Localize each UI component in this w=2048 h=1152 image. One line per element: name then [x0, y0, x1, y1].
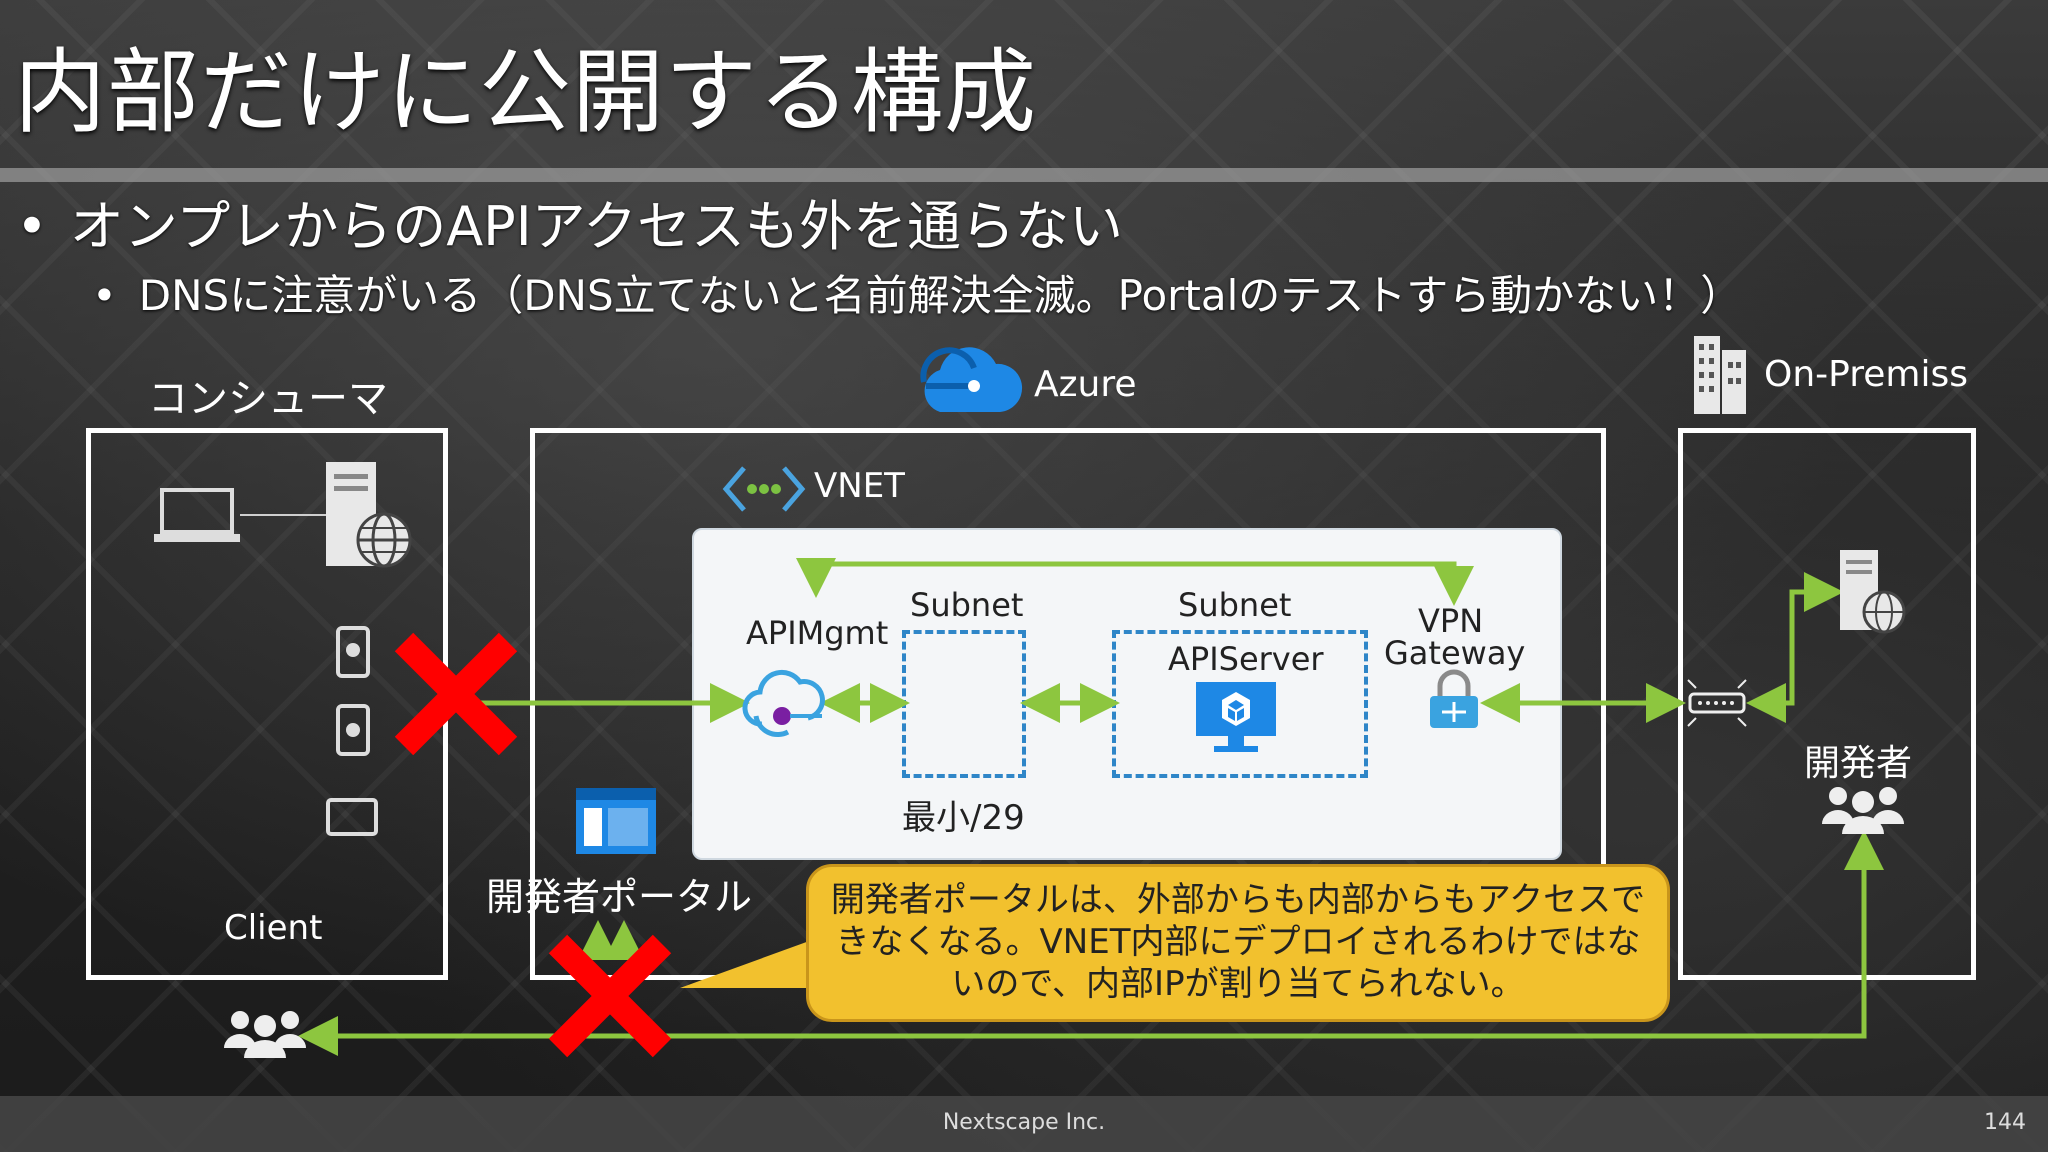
vnet-label: VNET	[814, 466, 905, 506]
developer-portal-icon	[576, 788, 656, 854]
vm-monitor-icon	[1196, 682, 1276, 752]
blocked-cross-icon	[548, 934, 672, 1058]
bullet-level2: • DNSに注意がいる（DNS立てないと名前解決全滅。Portalのテストすら動か…	[92, 262, 1742, 323]
laptop-icon	[154, 488, 240, 542]
arrow-developer-to-users	[298, 830, 1884, 1056]
vpn-label: VPN	[1418, 602, 1484, 640]
building-icon	[1694, 336, 1746, 414]
api-management-icon	[742, 670, 825, 738]
apimgmt-label: APIMgmt	[746, 614, 889, 652]
footer-company: Nextscape Inc.	[942, 1110, 1106, 1135]
onprem-label: On-Premiss	[1764, 354, 1968, 395]
user-group-icon	[224, 1011, 306, 1058]
bullet-marker: •	[16, 195, 48, 258]
arrow-router-server	[1746, 572, 1844, 723]
title-divider	[0, 168, 2048, 182]
developer-group-icon	[1822, 787, 1904, 834]
bullet-level1: • オンプレからのAPIアクセスも外を通らない	[16, 182, 1123, 261]
blocked-cross-icon	[394, 632, 518, 756]
footer-bar	[0, 1096, 2048, 1152]
slide-title: 内部だけに公開する構成	[14, 39, 1038, 146]
apiserver-label: APIServer	[1168, 640, 1324, 678]
router-icon	[1687, 679, 1747, 727]
bullet-marker: •	[92, 271, 117, 320]
onprem-server-icon	[1840, 550, 1906, 634]
consumer-label: コンシューマ	[148, 376, 388, 422]
page-number: 144	[1984, 1110, 2026, 1135]
web-server-icon	[326, 462, 412, 568]
bullet2-text: DNSに注意がいる（DNS立てないと名前解決全滅。Portalのテストすら動かな…	[138, 271, 1743, 320]
bullet1-text: オンプレからのAPIアクセスも外を通らない	[69, 195, 1123, 258]
arrow-apimgmt-vpn-top	[796, 558, 1474, 606]
developer-label: 開発者	[1804, 743, 1913, 784]
azure-label: Azure	[1034, 364, 1137, 405]
gateway-label: Gateway	[1384, 634, 1526, 672]
vnet-icon	[722, 466, 806, 512]
ios-phone-icon	[336, 704, 370, 756]
azure-cloud-icon	[920, 347, 1023, 412]
tablet-icon	[326, 798, 378, 836]
vpn-gateway-icon	[1430, 669, 1478, 728]
android-phone-icon	[336, 626, 370, 678]
